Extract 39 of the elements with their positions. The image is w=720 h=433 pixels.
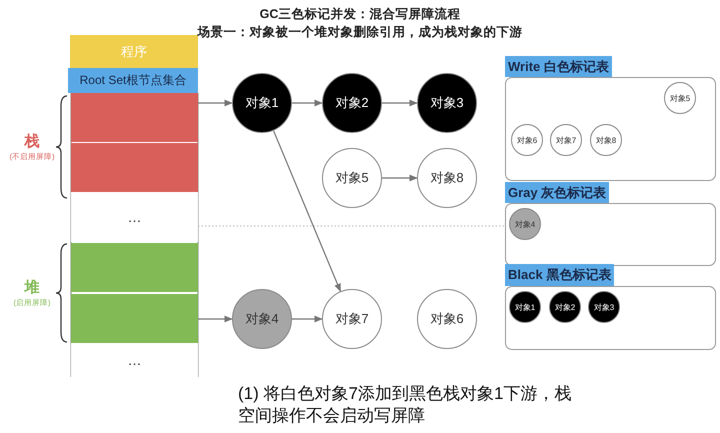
object-circle: 对象2 bbox=[322, 73, 382, 133]
subtitle: 场景一：对象被一个堆对象删除引用，成为栈对象的下游 bbox=[196, 24, 524, 41]
object-circle: 对象8 bbox=[590, 124, 622, 156]
object-circle: 对象3 bbox=[417, 73, 477, 133]
arrow bbox=[382, 174, 418, 182]
caption: (1) 将白色对象7添加到黑色栈对象1下游，栈空间操作不会启动写屏障 bbox=[238, 383, 572, 427]
object-circle: 对象5 bbox=[664, 82, 696, 114]
stack-cell bbox=[71, 143, 198, 192]
object-circle: 对象1 bbox=[509, 291, 541, 323]
table-heading: Gray 灰色标记表 bbox=[505, 182, 610, 203]
arrow bbox=[272, 130, 342, 292]
table-heading: Black 黑色标记表 bbox=[505, 264, 614, 286]
root-set-box: Root Set根节点集合 bbox=[68, 68, 198, 93]
object-circle: 对象3 bbox=[588, 291, 620, 323]
table-heading: Write 白色标记表 bbox=[505, 56, 612, 77]
program-box: 程序 bbox=[70, 35, 198, 68]
object-circle: 对象5 bbox=[322, 148, 382, 208]
stack-label: 栈 bbox=[23, 132, 40, 151]
arrow bbox=[292, 316, 323, 322]
heap-cell bbox=[71, 243, 198, 292]
ellipsis-cell: … bbox=[71, 343, 198, 377]
object-circle: 对象6 bbox=[511, 124, 543, 156]
object-circle: 对象7 bbox=[322, 289, 382, 349]
arrow bbox=[292, 100, 323, 106]
heap-cell bbox=[71, 294, 198, 343]
arrow bbox=[382, 100, 418, 106]
stack-cell bbox=[71, 93, 198, 142]
object-circle: 对象4 bbox=[232, 289, 292, 349]
object-circle: 对象2 bbox=[549, 291, 581, 323]
heap-label: 堆 bbox=[23, 278, 40, 297]
title: GC三色标记并发：混合写屏障流程 bbox=[258, 6, 462, 23]
object-circle: 对象1 bbox=[232, 73, 292, 133]
arrow bbox=[198, 316, 233, 322]
object-circle: 对象7 bbox=[550, 124, 582, 156]
arrow bbox=[198, 100, 233, 106]
object-circle: 对象4 bbox=[509, 208, 541, 240]
object-circle: 对象6 bbox=[417, 289, 477, 349]
object-circle: 对象8 bbox=[417, 148, 477, 208]
ellipsis-cell: … bbox=[71, 192, 198, 242]
